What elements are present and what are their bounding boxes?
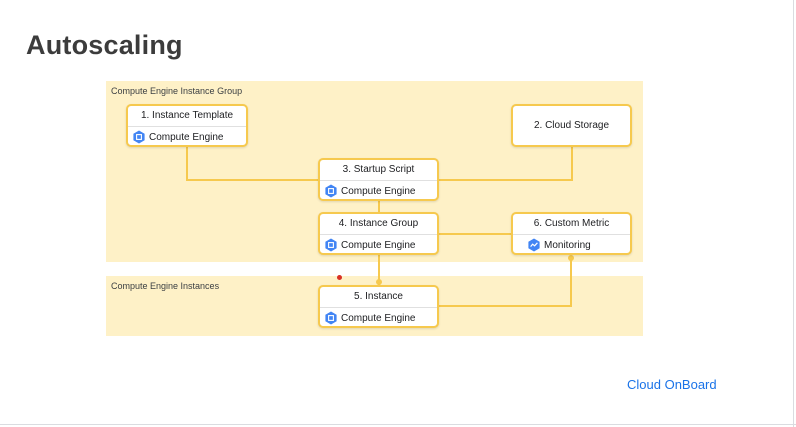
connector-instance-to-metric xyxy=(438,258,572,307)
node-product: Compute Engine xyxy=(320,307,437,328)
pointer-dot xyxy=(337,275,342,280)
cloud-onboard-logo: Cloud OnBoard xyxy=(627,377,717,392)
group-label: Compute Engine Instance Group xyxy=(111,86,243,96)
connector-endpoint xyxy=(568,255,574,261)
node-title: 3. Startup Script xyxy=(342,164,415,175)
node-product: Monitoring xyxy=(513,234,630,255)
product-label: Compute Engine xyxy=(341,185,416,197)
product-label: Compute Engine xyxy=(149,131,224,143)
node-title: 5. Instance xyxy=(354,291,403,302)
connector-storage-to-script xyxy=(438,146,573,181)
product-label: Monitoring xyxy=(544,239,591,251)
slide-title: Autoscaling xyxy=(26,30,183,60)
node-product: Compute Engine xyxy=(128,126,246,147)
node-cloud-storage: 2. Cloud Storage xyxy=(511,104,632,147)
node-title: 2. Cloud Storage xyxy=(533,119,610,131)
product-label: Compute Engine xyxy=(341,239,416,251)
product-label: Compute Engine xyxy=(341,312,416,324)
compute-engine-icon xyxy=(325,311,337,325)
monitoring-icon xyxy=(528,238,540,252)
node-title: 4. Instance Group xyxy=(338,218,419,229)
node-startup-script: 3. Startup Script Compute Engine xyxy=(318,158,439,201)
node-product: Compute Engine xyxy=(320,180,437,201)
frame-edge-bottom xyxy=(0,424,796,425)
compute-engine-icon xyxy=(325,184,337,198)
node-title: 6. Custom Metric xyxy=(533,218,610,229)
compute-engine-icon xyxy=(133,130,145,144)
group-label: Compute Engine Instances xyxy=(111,281,220,291)
node-instance-template: 1. Instance Template Compute Engine xyxy=(126,104,248,147)
node-product: Compute Engine xyxy=(320,234,437,255)
compute-engine-icon xyxy=(325,238,337,252)
node-title: 1. Instance Template xyxy=(140,110,234,121)
connector-endpoint xyxy=(376,279,382,285)
node-instance-group: 4. Instance Group Compute Engine xyxy=(318,212,439,255)
node-instance: 5. Instance Compute Engine xyxy=(318,285,439,328)
frame-edge-right xyxy=(793,0,794,427)
node-custom-metric: 6. Custom Metric Monitoring xyxy=(511,212,632,255)
connector-template-to-script xyxy=(186,146,320,181)
